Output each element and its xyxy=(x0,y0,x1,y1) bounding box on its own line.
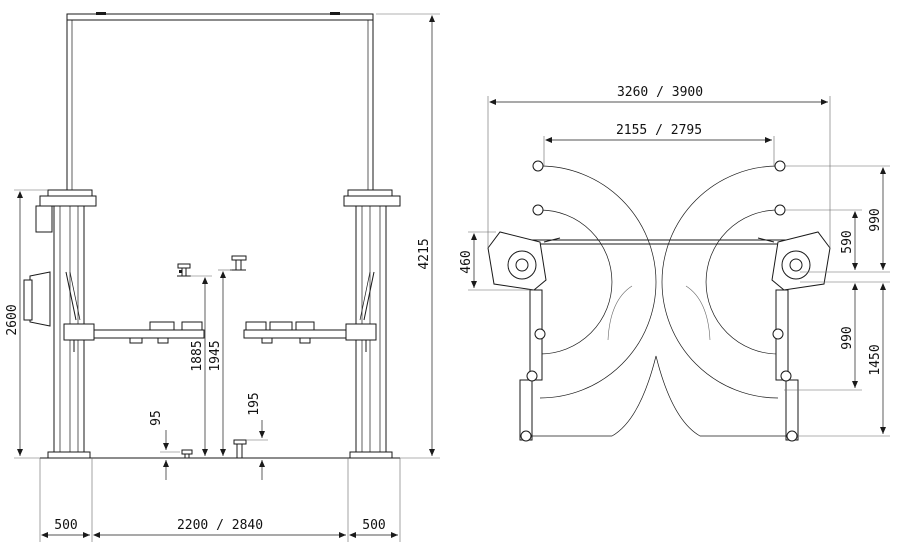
right-lift-arm xyxy=(243,321,377,352)
dim-990-upper-label: 990 xyxy=(868,208,883,231)
pad-adapter-upper-right xyxy=(230,255,247,271)
dim-column-depth: 460 xyxy=(459,231,534,291)
dim-pad-low-a: 95 xyxy=(149,410,180,480)
dim-base-right-label: 500 xyxy=(362,518,385,533)
dim-base-left-label: 500 xyxy=(54,518,77,533)
dim-total-height-label: 4215 xyxy=(417,238,432,269)
dim-inner-width-top: 2155 / 2795 xyxy=(543,123,775,166)
right-column-top xyxy=(757,160,831,442)
dim-right-stack: 990 590 990 1450 xyxy=(784,165,890,437)
dim-base-widths: 500 2200 / 2840 500 xyxy=(39,458,401,542)
pad-adapter-lower-right xyxy=(233,439,247,459)
overhead-crossbar xyxy=(66,12,374,190)
dim-arm-height-b: 1945 xyxy=(208,269,232,456)
dim-column-height-label: 2600 xyxy=(5,304,20,335)
dim-pad-low-b-label: 195 xyxy=(247,392,262,415)
pad-adapter-upper-left xyxy=(177,263,191,277)
arm-swing-arcs xyxy=(524,165,790,437)
dim-total-height: 4215 xyxy=(376,13,440,459)
front-view: 4215 2600 1885 1945 95 xyxy=(5,12,440,542)
left-column-top xyxy=(487,160,561,442)
dim-arm-height-b-label: 1945 xyxy=(208,340,223,371)
dim-outer-width-label: 3260 / 3900 xyxy=(617,85,703,100)
dim-990-lower-label: 990 xyxy=(840,326,855,349)
top-view: 3260 / 3900 2155 / 2795 460 990 xyxy=(459,85,890,442)
dim-1450-label: 1450 xyxy=(868,344,883,375)
dim-pad-low-b: 195 xyxy=(246,392,268,480)
dim-outer-width: 3260 / 3900 xyxy=(487,85,831,248)
dim-inner-width-label: 2200 / 2840 xyxy=(177,518,263,533)
left-lift-arm xyxy=(63,321,205,352)
dim-arm-height-a: 1885 xyxy=(190,275,212,456)
dim-column-depth-label: 460 xyxy=(459,250,474,273)
pad-adapter-lower-left xyxy=(181,449,193,459)
dim-590-label: 590 xyxy=(840,230,855,253)
dim-inner-width-top-label: 2155 / 2795 xyxy=(616,123,702,138)
dim-column-height: 2600 xyxy=(5,189,48,459)
dim-arm-height-a-label: 1885 xyxy=(190,340,205,371)
dim-pad-low-a-label: 95 xyxy=(149,410,164,426)
